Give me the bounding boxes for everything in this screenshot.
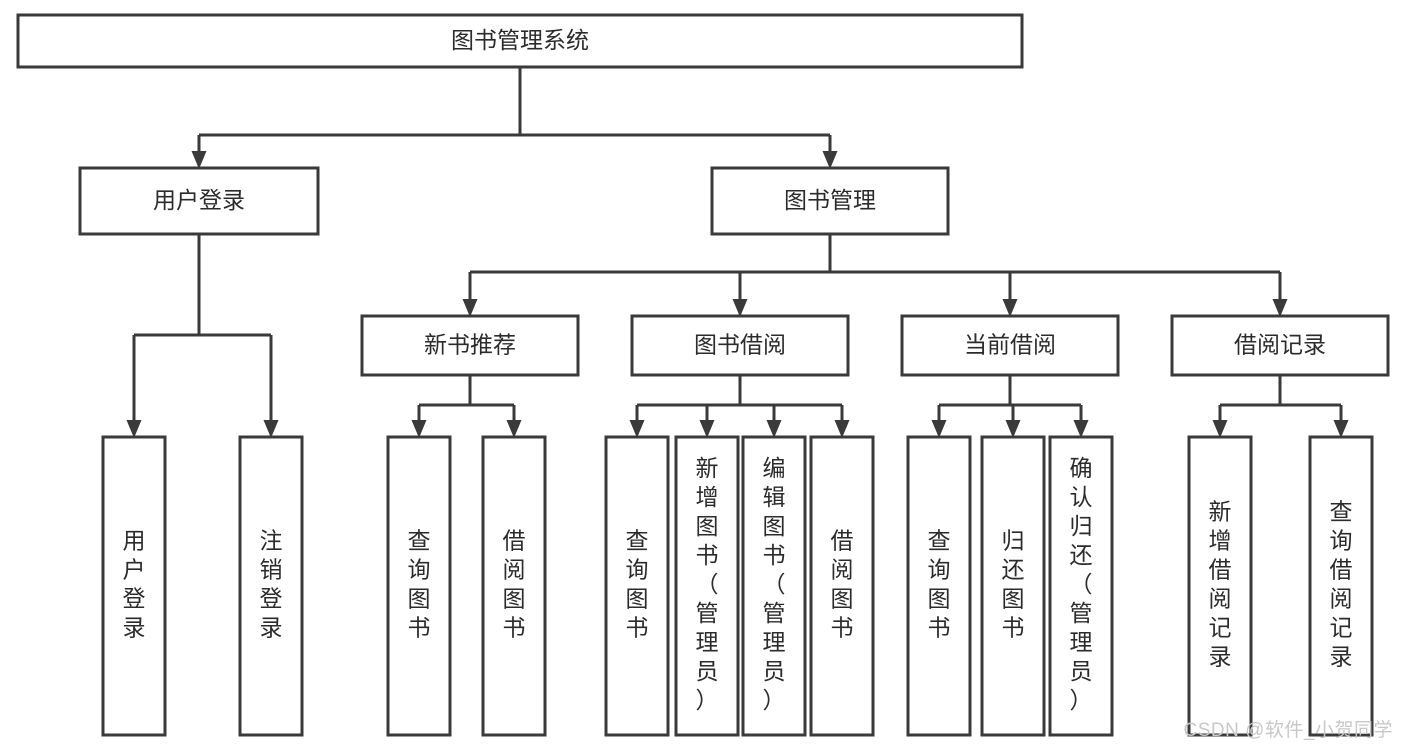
arrow-head-icon [1272, 299, 1288, 317]
node-user-login[interactable]: 用户登录 [78, 166, 320, 236]
node-label: 借阅记录 [1234, 332, 1326, 358]
node-box [809, 435, 875, 737]
arrow-head-icon [126, 420, 142, 438]
node-label: 用户登录 [123, 528, 146, 641]
node-box [16, 13, 1024, 69]
node-box [1170, 314, 1390, 377]
arrow-head-icon [506, 420, 522, 438]
node-box [481, 435, 547, 737]
arrow-head-icon [1073, 420, 1089, 438]
arrow-head-icon [1005, 420, 1021, 438]
node-box [604, 435, 670, 737]
node-leaf-query-book-2[interactable]: 查询图书 [604, 435, 670, 737]
node-box [674, 435, 740, 737]
node-label: 查询图书 [408, 528, 431, 641]
node-label: 编辑图书（管理员） [763, 455, 786, 713]
node-book-manage[interactable]: 图书管理 [710, 166, 950, 236]
node-leaf-query-book-3[interactable]: 查询图书 [906, 435, 972, 737]
arrow-head-icon [462, 299, 478, 317]
node-label: 图书管理系统 [451, 27, 589, 53]
arrow-head-icon [822, 151, 838, 169]
node-box [710, 166, 950, 236]
node-borrow-record[interactable]: 借阅记录 [1170, 314, 1390, 377]
arrow-head-icon [834, 420, 850, 438]
node-label: 查询图书 [928, 528, 951, 641]
edges-layer [126, 67, 1349, 438]
node-box [78, 166, 320, 236]
node-box [386, 435, 452, 737]
nodes-layer: 图书管理系统用户登录图书管理新书推荐图书借阅当前借阅借阅记录用户登录注销登录查询… [16, 13, 1390, 737]
node-leaf-edit-book[interactable]: 编辑图书（管理员） [741, 435, 807, 737]
node-box [101, 435, 167, 737]
node-root[interactable]: 图书管理系统 [16, 13, 1024, 69]
node-label: 图书管理 [784, 187, 876, 213]
arrow-head-icon [263, 420, 279, 438]
node-leaf-add-book[interactable]: 新增图书（管理员） [674, 435, 740, 737]
node-box [360, 314, 580, 377]
node-label: 用户登录 [153, 187, 245, 213]
node-label: 归还图书 [1002, 528, 1025, 641]
node-label: 新增图书（管理员） [696, 455, 719, 713]
node-label: 借阅图书 [503, 528, 526, 641]
node-label: 借阅图书 [831, 528, 854, 641]
node-leaf-logout[interactable]: 注销登录 [238, 435, 304, 737]
arrow-head-icon [1333, 420, 1349, 438]
node-leaf-user-login[interactable]: 用户登录 [101, 435, 167, 737]
node-label: 当前借阅 [964, 332, 1056, 358]
node-leaf-add-record[interactable]: 新增借阅记录 [1187, 435, 1253, 737]
node-leaf-query-record[interactable]: 查询借阅记录 [1308, 435, 1374, 737]
node-box [1308, 435, 1374, 737]
node-leaf-return-book[interactable]: 归还图书 [980, 435, 1046, 737]
node-box [980, 435, 1046, 737]
node-label: 查询图书 [626, 528, 649, 641]
node-box [1048, 435, 1114, 737]
arrow-head-icon [1212, 420, 1228, 438]
node-box [238, 435, 304, 737]
arrow-head-icon [1002, 299, 1018, 317]
node-new-book-rec[interactable]: 新书推荐 [360, 314, 580, 377]
node-leaf-borrow-book-2[interactable]: 借阅图书 [809, 435, 875, 737]
arrow-head-icon [931, 420, 947, 438]
arrow-head-icon [699, 420, 715, 438]
node-current-borrow[interactable]: 当前借阅 [900, 314, 1120, 377]
node-leaf-confirm-return[interactable]: 确认归还（管理员） [1048, 435, 1114, 737]
node-box [1187, 435, 1253, 737]
arrow-head-icon [191, 151, 207, 169]
node-label: 确认归还（管理员） [1070, 455, 1093, 713]
node-box [630, 314, 850, 377]
node-label: 查询借阅记录 [1330, 499, 1353, 670]
node-leaf-query-book-1[interactable]: 查询图书 [386, 435, 452, 737]
node-label: 注销登录 [260, 528, 283, 641]
arrow-head-icon [732, 299, 748, 317]
arrow-head-icon [629, 420, 645, 438]
node-label: 图书借阅 [694, 332, 786, 358]
node-book-borrow[interactable]: 图书借阅 [630, 314, 850, 377]
arrow-head-icon [766, 420, 782, 438]
arrow-head-icon [411, 420, 427, 438]
node-leaf-borrow-book-1[interactable]: 借阅图书 [481, 435, 547, 737]
node-box [906, 435, 972, 737]
node-label: 新增借阅记录 [1209, 499, 1232, 670]
node-box [741, 435, 807, 737]
node-box [900, 314, 1120, 377]
node-label: 新书推荐 [424, 332, 516, 358]
